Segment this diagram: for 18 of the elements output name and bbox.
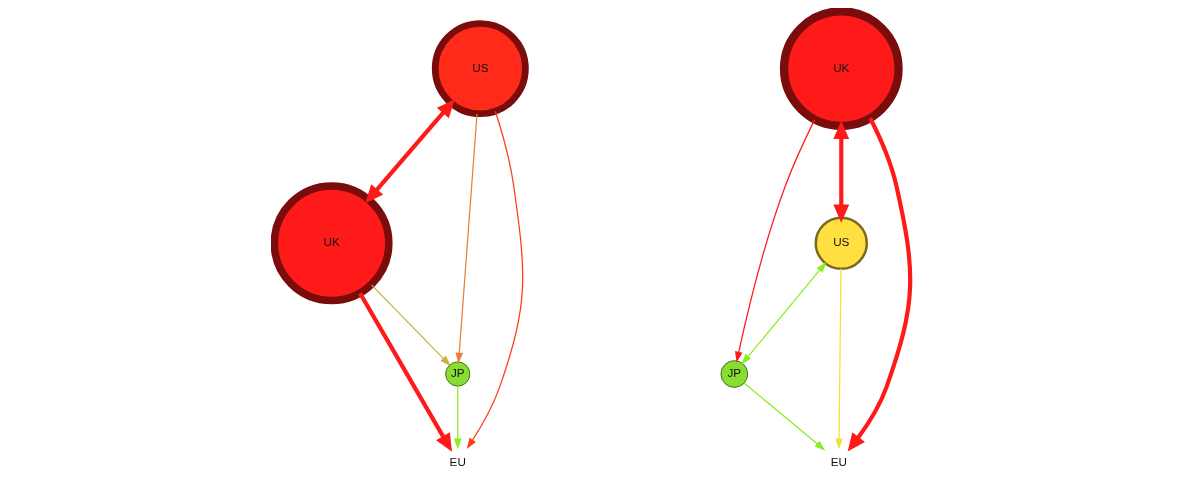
arrow <box>847 117 912 452</box>
node-circle: JP <box>720 360 748 388</box>
arrow <box>740 261 826 365</box>
node-circle: UK <box>779 8 903 131</box>
arrow <box>834 268 843 450</box>
arrow <box>370 284 451 367</box>
arrow <box>454 113 478 364</box>
arrow <box>364 99 455 204</box>
node-circle: JP <box>444 361 470 387</box>
arrow <box>453 385 462 450</box>
arrow <box>743 382 825 451</box>
node-text: EU <box>449 454 466 468</box>
arrow <box>357 292 452 452</box>
node-circle: US <box>814 216 868 270</box>
arrow <box>466 110 523 449</box>
arrow <box>832 120 849 223</box>
arrow <box>734 119 815 363</box>
node-text: EU <box>830 454 847 468</box>
